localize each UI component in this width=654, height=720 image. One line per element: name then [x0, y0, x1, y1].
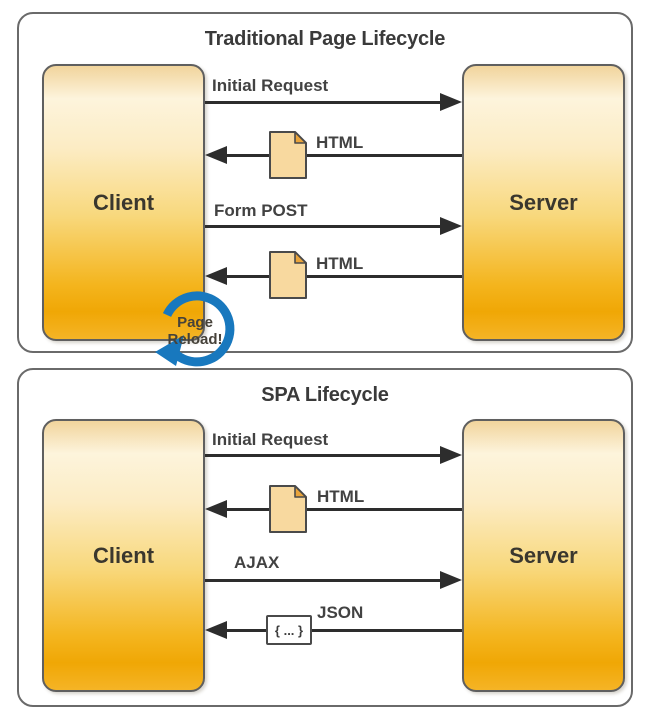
json-braces-icon: { ... } [266, 615, 312, 645]
panel-title: SPA Lifecycle [261, 384, 389, 406]
client-label: Client [92, 542, 155, 568]
arrow-shaft [224, 628, 462, 632]
server-node: Server [462, 419, 625, 692]
client-label: Client [92, 189, 155, 215]
message-label-initial-request: Initial Request [212, 76, 329, 95]
client-node: Client Page Reload! [42, 64, 235, 367]
traditional-lifecycle-panel: Traditional Page Lifecycle Client Page R… [17, 12, 633, 367]
message-label-html: HTML [317, 487, 365, 506]
arrow-shaft [205, 224, 443, 228]
server-label: Server [509, 542, 578, 568]
arrowhead-right-icon [440, 93, 462, 111]
arrow-shaft [205, 453, 443, 457]
arrowhead-right-icon [440, 217, 462, 235]
html-document-icon [269, 485, 307, 533]
arrowhead-left-icon [205, 146, 227, 164]
html-document-icon [269, 131, 307, 179]
message-label-html: HTML [316, 133, 364, 152]
server-label: Server [509, 189, 578, 215]
page-reload-text: Page Reload! [167, 313, 223, 348]
message-label-ajax: AJAX [234, 553, 280, 572]
arrowhead-left-icon [205, 621, 227, 639]
arrow-shaft [224, 507, 462, 511]
arrow-shaft [205, 100, 443, 104]
message-label-html: HTML [316, 254, 364, 273]
panel-title: Traditional Page Lifecycle [204, 28, 446, 50]
message-label-form-post: Form POST [214, 201, 308, 220]
arrowhead-left-icon [205, 500, 227, 518]
arrow-shaft [224, 274, 462, 278]
page-reload-icon: Page Reload! [153, 289, 237, 373]
spa-lifecycle-panel: SPA Lifecycle Client Server Initial Requ… [17, 368, 633, 707]
arrow-shaft [224, 153, 462, 157]
arrowhead-left-icon [205, 267, 227, 285]
arrowhead-right-icon [440, 446, 462, 464]
circular-arrow-icon [155, 291, 235, 367]
message-label-json: JSON [317, 603, 364, 622]
arrowhead-right-icon [440, 571, 462, 589]
arrow-shaft [205, 578, 443, 582]
client-node: Client [42, 419, 205, 692]
server-node: Server [462, 64, 625, 341]
message-label-initial-request: Initial Request [212, 430, 329, 449]
html-document-icon [269, 251, 307, 299]
